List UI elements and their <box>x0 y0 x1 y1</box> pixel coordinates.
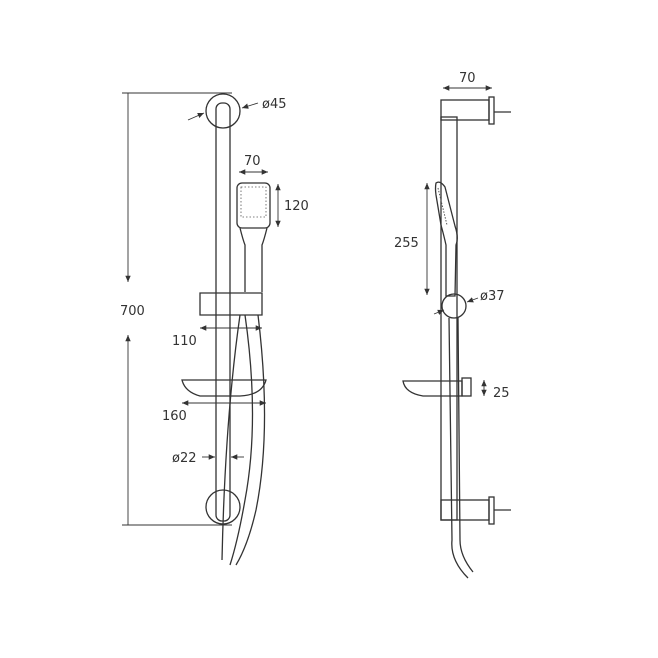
label-bracket-projection: 70 <box>459 71 476 86</box>
label-ball-diameter: ø37 <box>480 289 505 304</box>
side-top-plate <box>488 96 495 125</box>
side-hose <box>448 317 474 579</box>
handset-nozzles <box>240 186 267 218</box>
front-view: 700 ø45 70 120 110 160 ø22 <box>120 92 309 566</box>
side-view: 70 255 ø37 25 <box>394 71 511 579</box>
label-handset-length: 255 <box>394 236 419 251</box>
label-soap-dish-width: 160 <box>162 409 187 424</box>
label-soap-dish-height: 25 <box>493 386 510 401</box>
side-soap-dish <box>402 380 463 397</box>
handset-head <box>236 182 271 229</box>
dim-arrow-45-right <box>241 102 259 109</box>
label-handset-width: 70 <box>244 154 261 169</box>
side-ball-joint <box>441 293 467 319</box>
side-handset-nozzles <box>437 187 448 226</box>
dim-arrow-37-left <box>433 309 445 315</box>
dim-arrow-45-left <box>187 112 205 121</box>
top-wall-bracket <box>205 93 241 129</box>
side-soap-clip <box>461 377 472 397</box>
label-bracket-diameter: ø45 <box>262 97 287 112</box>
hose-inner <box>221 314 241 561</box>
slider <box>199 292 263 316</box>
side-bottom-bracket <box>440 499 490 521</box>
hose <box>229 314 266 566</box>
soap-dish <box>181 379 267 397</box>
handset-handle <box>239 227 268 292</box>
label-rail-diameter: ø22 <box>172 451 197 466</box>
label-height-700: 700 <box>120 304 145 319</box>
side-bottom-plate <box>488 496 495 525</box>
dim-arrow-37-right <box>466 297 479 303</box>
label-slider-depth: 110 <box>172 334 197 349</box>
label-handset-height: 120 <box>284 199 309 214</box>
rail <box>215 102 231 522</box>
side-handset <box>434 181 458 297</box>
